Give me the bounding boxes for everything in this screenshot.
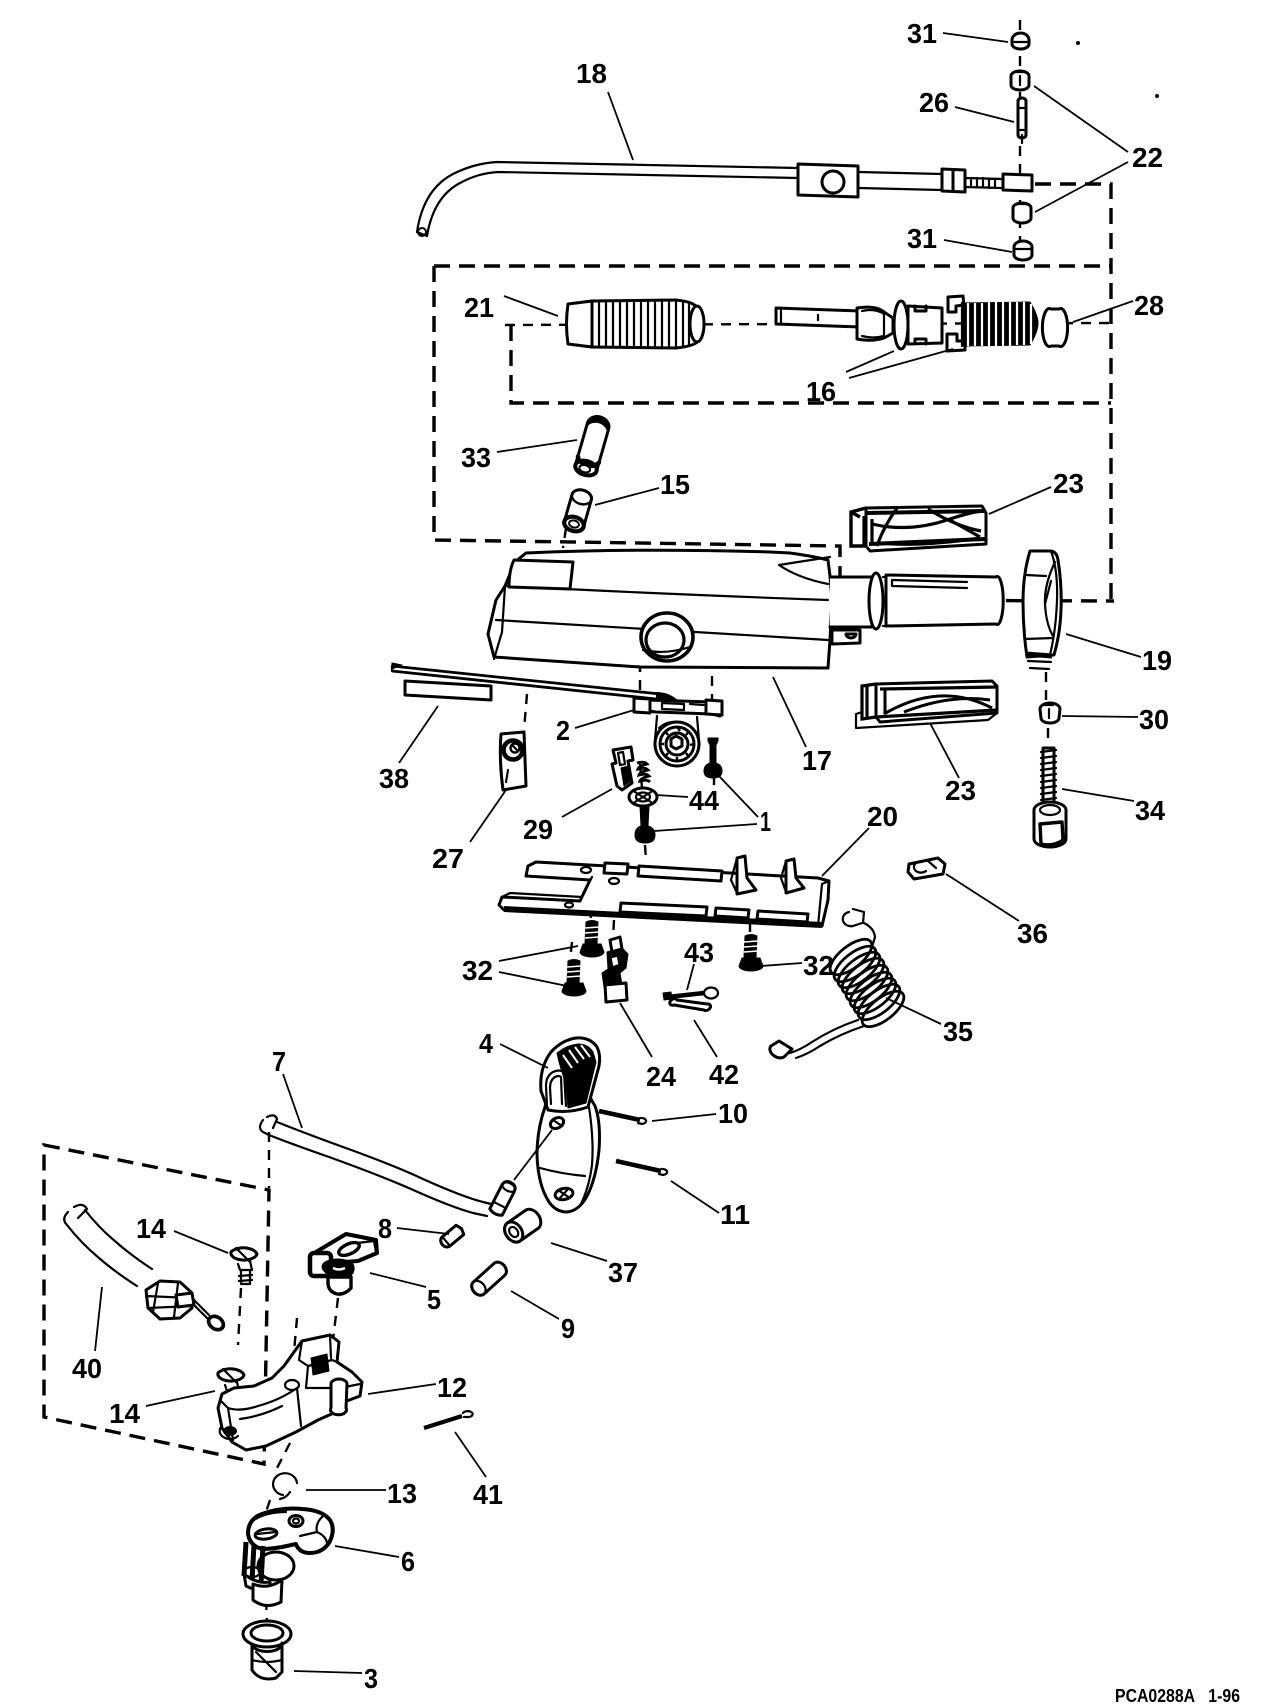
svg-text:30: 30 xyxy=(1139,704,1169,735)
svg-text:42: 42 xyxy=(709,1059,739,1090)
svg-text:5: 5 xyxy=(427,1284,441,1315)
svg-text:24: 24 xyxy=(646,1061,676,1092)
svg-text:31: 31 xyxy=(907,223,937,254)
svg-text:31: 31 xyxy=(907,18,937,49)
svg-text:9: 9 xyxy=(561,1313,575,1344)
svg-text:3: 3 xyxy=(364,1663,378,1694)
svg-text:22: 22 xyxy=(1132,142,1163,173)
svg-text:38: 38 xyxy=(379,763,409,794)
svg-text:PCA0288A 1-96: PCA0288A 1-96 xyxy=(1115,1686,1240,1706)
svg-text:13: 13 xyxy=(387,1478,417,1509)
svg-text:4: 4 xyxy=(479,1028,493,1059)
svg-text:11: 11 xyxy=(720,1199,750,1230)
svg-text:33: 33 xyxy=(461,442,491,473)
svg-text:12: 12 xyxy=(437,1372,467,1403)
svg-text:21: 21 xyxy=(464,292,494,323)
svg-text:36: 36 xyxy=(1017,918,1048,949)
svg-text:14: 14 xyxy=(136,1213,166,1244)
svg-text:14: 14 xyxy=(109,1398,140,1429)
svg-text:26: 26 xyxy=(919,87,949,118)
svg-text:18: 18 xyxy=(576,58,607,89)
svg-text:27: 27 xyxy=(432,843,464,874)
svg-text:15: 15 xyxy=(660,469,690,500)
svg-text:43: 43 xyxy=(684,937,714,968)
svg-text:37: 37 xyxy=(608,1257,638,1288)
svg-text:20: 20 xyxy=(867,801,898,832)
svg-text:19: 19 xyxy=(1142,645,1172,676)
svg-text:7: 7 xyxy=(272,1046,286,1077)
svg-text:2: 2 xyxy=(556,715,570,746)
svg-text:1: 1 xyxy=(760,806,771,837)
svg-text:44: 44 xyxy=(689,785,719,816)
svg-text:41: 41 xyxy=(473,1479,503,1510)
svg-text:35: 35 xyxy=(943,1016,973,1047)
svg-text:10: 10 xyxy=(718,1098,748,1129)
svg-text:8: 8 xyxy=(378,1213,392,1244)
svg-text:40: 40 xyxy=(72,1353,102,1384)
svg-text:34: 34 xyxy=(1135,795,1165,826)
svg-text:17: 17 xyxy=(802,745,832,776)
svg-text:28: 28 xyxy=(1134,290,1164,321)
svg-text:23: 23 xyxy=(945,775,976,806)
svg-text:16: 16 xyxy=(806,376,836,407)
svg-text:29: 29 xyxy=(523,814,553,845)
svg-text:6: 6 xyxy=(401,1546,415,1577)
svg-text:32: 32 xyxy=(803,950,834,981)
svg-text:32: 32 xyxy=(462,955,493,986)
svg-text:23: 23 xyxy=(1053,468,1084,499)
